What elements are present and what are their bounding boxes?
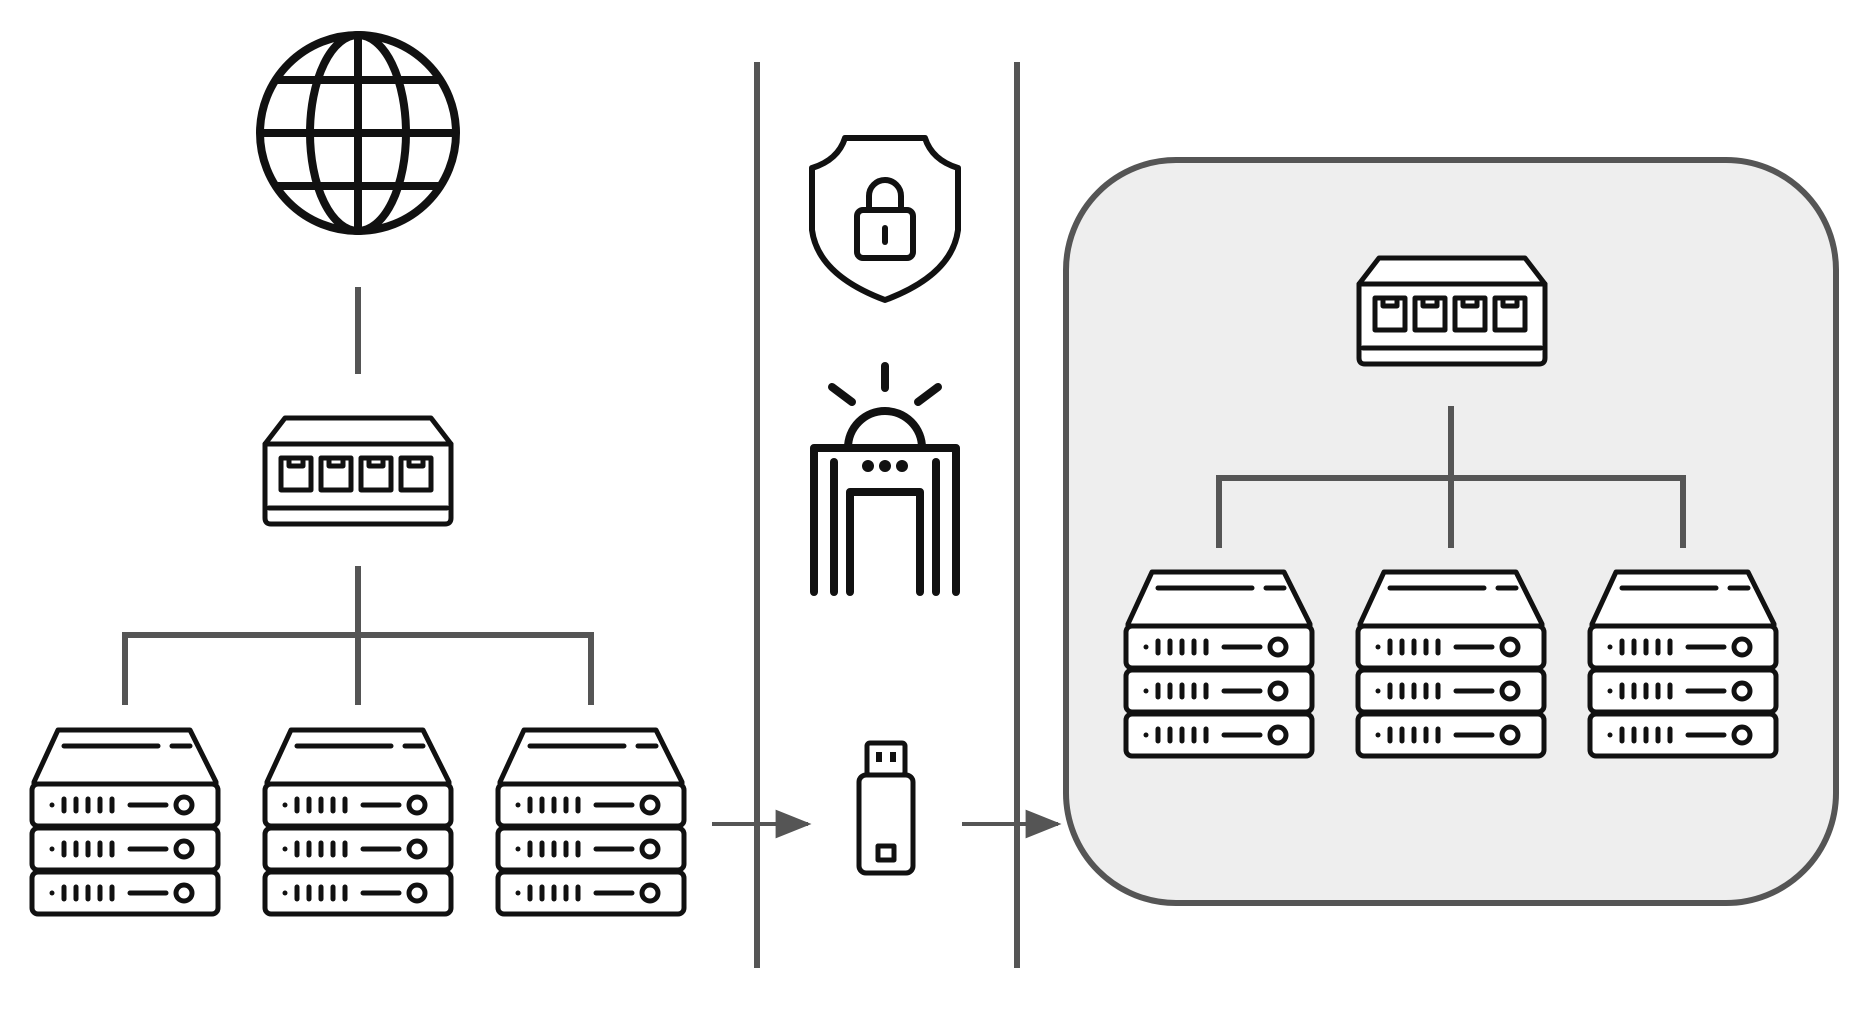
- usb-drive-icon: [856, 740, 916, 876]
- checkpoint-indicator-lights: [862, 460, 908, 472]
- server-rack-icon: [1590, 572, 1776, 756]
- server-rack-icon: [498, 730, 684, 914]
- connector-switch-servers: [122, 566, 594, 705]
- server-rack-icon: [1126, 572, 1312, 756]
- network-switch-icon: [265, 418, 451, 524]
- shield-lock-icon: [809, 135, 961, 303]
- server-rack-icon: [32, 730, 218, 914]
- connector-switch-servers: [1216, 406, 1686, 548]
- network-switch-icon: [1359, 258, 1545, 364]
- security-checkpoint-icon: [810, 362, 960, 596]
- server-rack-icon: [265, 730, 451, 914]
- globe-icon: [256, 31, 460, 235]
- server-rack-icon: [1358, 572, 1544, 756]
